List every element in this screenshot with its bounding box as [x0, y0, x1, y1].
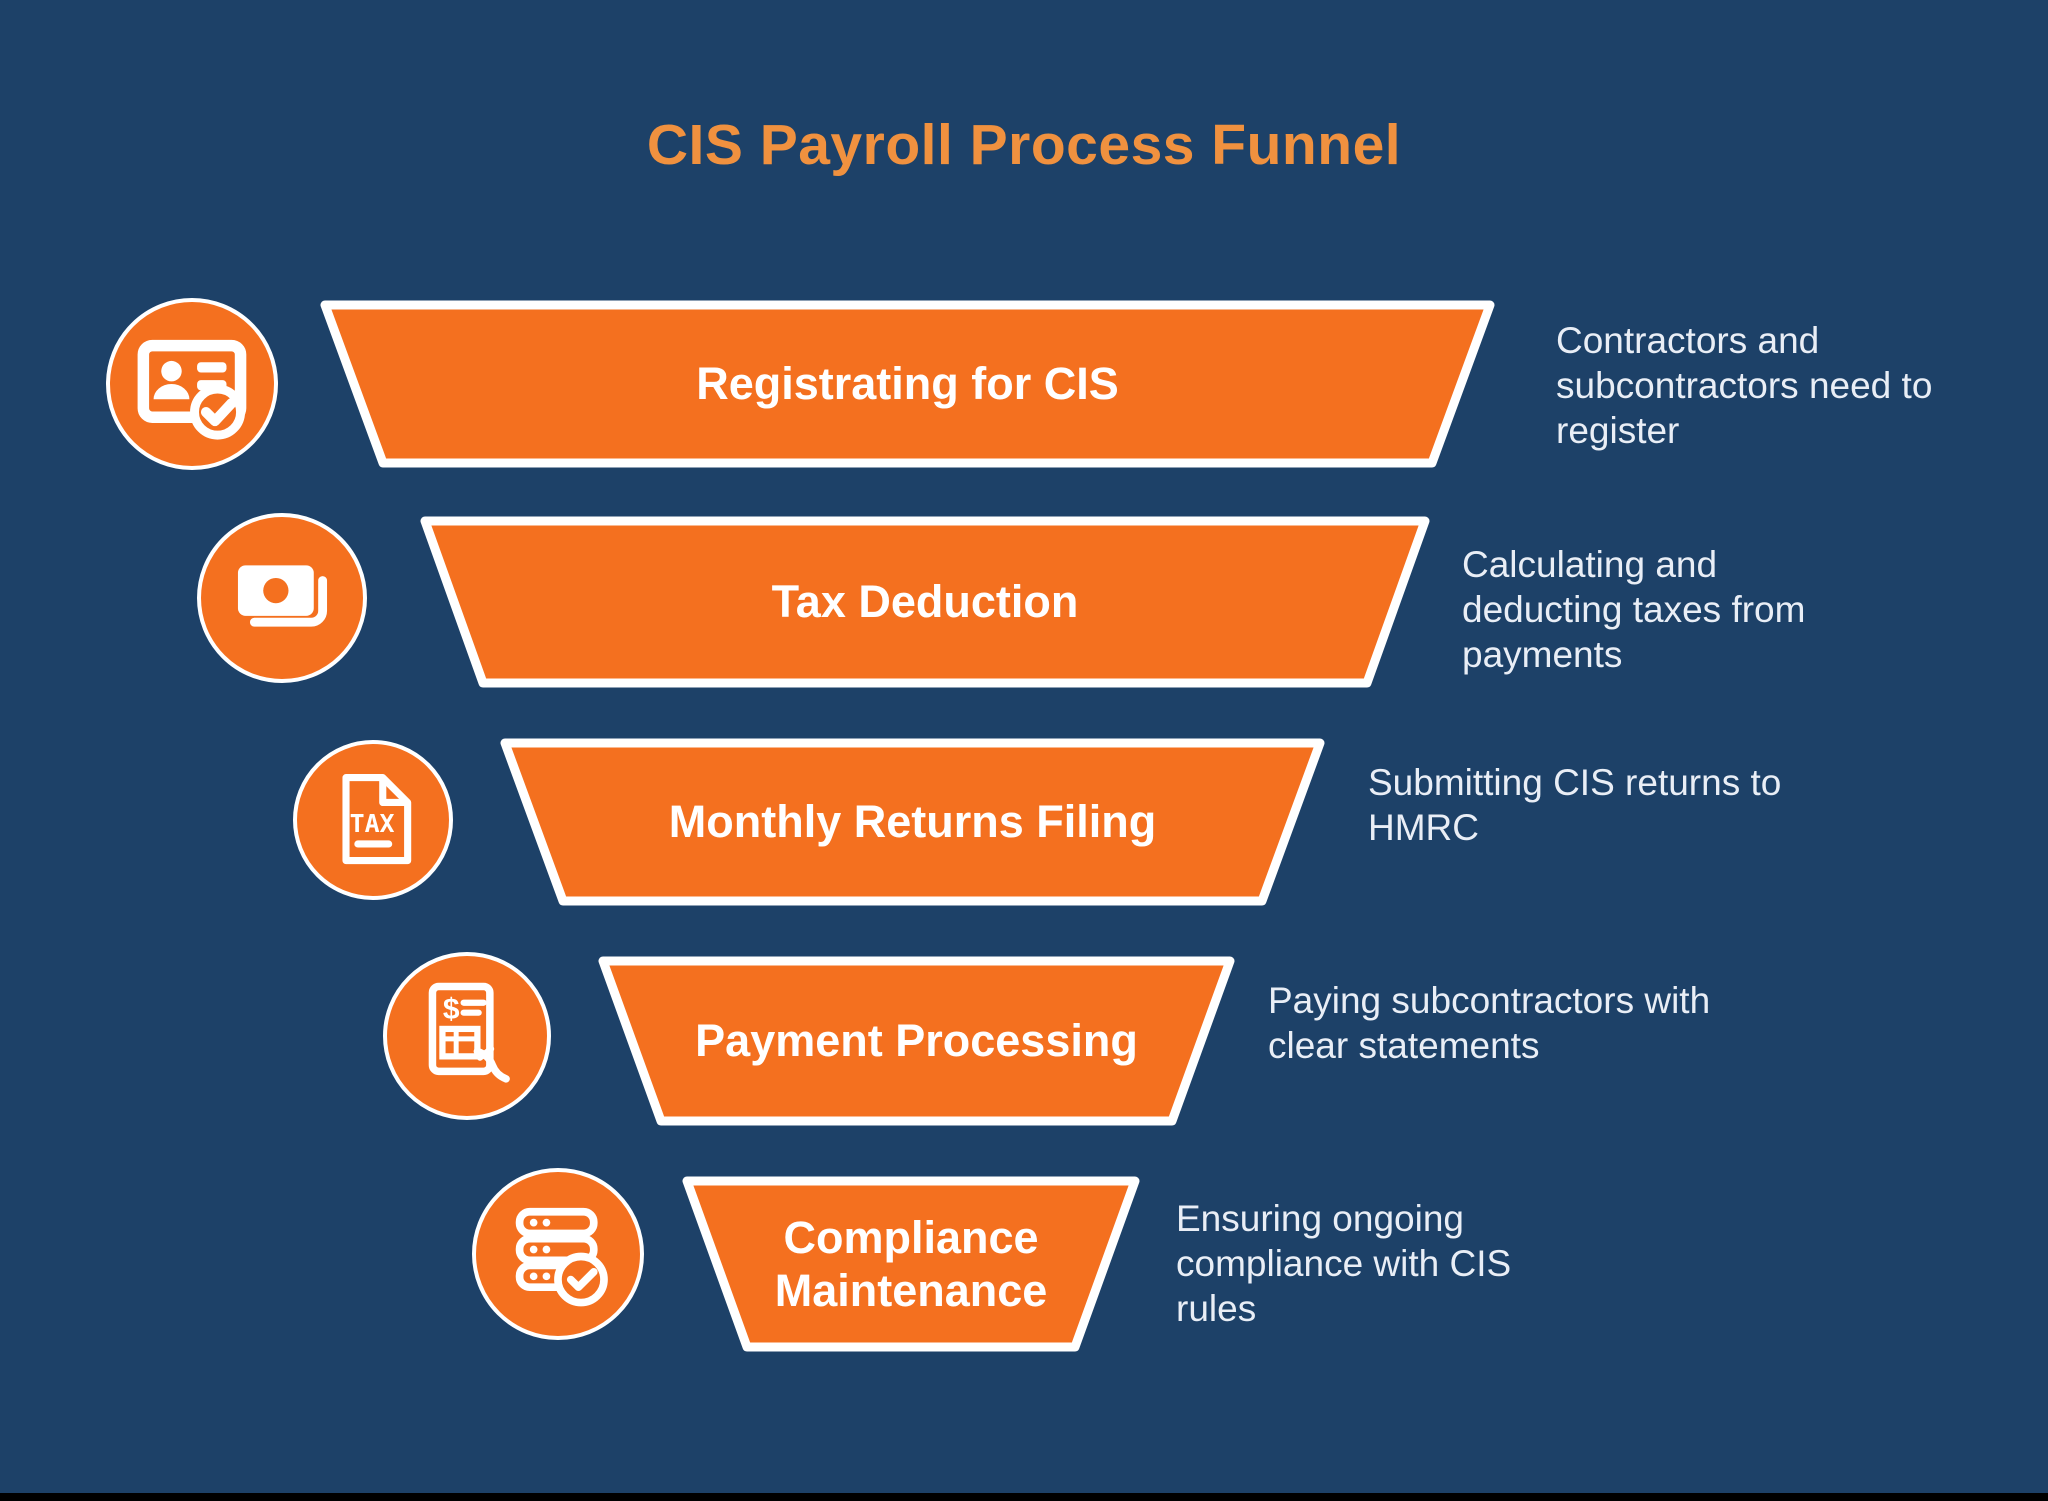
svg-text:$: $: [442, 993, 459, 1026]
tax-document-icon: TAX: [293, 740, 453, 900]
svg-text:TAX: TAX: [349, 809, 394, 838]
funnel-bar-shape: [420, 516, 1430, 688]
funnel-bar: Compliance Maintenance: [682, 1176, 1140, 1352]
funnel-bar: Payment Processing: [598, 956, 1235, 1126]
database-check-glyph: [515, 1207, 608, 1307]
database-check-icon: [472, 1168, 644, 1340]
stage-label: Compliance Maintenance: [774, 1211, 1048, 1316]
id-card-check-glyph: [137, 339, 247, 440]
stage-description: Submitting CIS returns to HMRC: [1368, 762, 1782, 849]
funnel-bar: Tax Deduction: [420, 516, 1430, 688]
stage-label: Tax Deduction: [771, 576, 1079, 628]
id-card-check-icon: [106, 298, 278, 470]
funnel-bar: Registrating for CIS: [320, 300, 1495, 468]
funnel-bar: Monthly Returns Filing: [500, 738, 1325, 906]
bottom-black-strip: [0, 1493, 2048, 1501]
stage-label: Registrating for CIS: [696, 358, 1119, 410]
invoice-hand-glyph: $: [428, 982, 510, 1083]
stage-description: Paying subcontractors with clear stateme…: [1268, 980, 1711, 1067]
stage-description: Contractors and subcontractors need to r…: [1556, 320, 1933, 452]
tax-document-glyph: TAX: [342, 773, 411, 864]
funnel-bar-shape: [320, 300, 1495, 468]
page-title: CIS Payroll Process Funnel: [646, 113, 1402, 177]
stage-description: Ensuring ongoing compliance with CIS rul…: [1176, 1198, 1512, 1330]
stage-label: Payment Processing: [695, 1015, 1138, 1067]
funnel-bar-shape: [598, 956, 1235, 1126]
funnel-bar-shape: [500, 738, 1325, 906]
stage-description: Calculating and deducting taxes from pay…: [1462, 544, 1806, 676]
banknotes-icon: [197, 513, 367, 683]
banknotes-glyph: [237, 565, 327, 627]
invoice-hand-icon: $: [383, 952, 551, 1120]
funnel-bar-shape: [682, 1176, 1140, 1352]
stage-label: Monthly Returns Filing: [668, 796, 1157, 848]
